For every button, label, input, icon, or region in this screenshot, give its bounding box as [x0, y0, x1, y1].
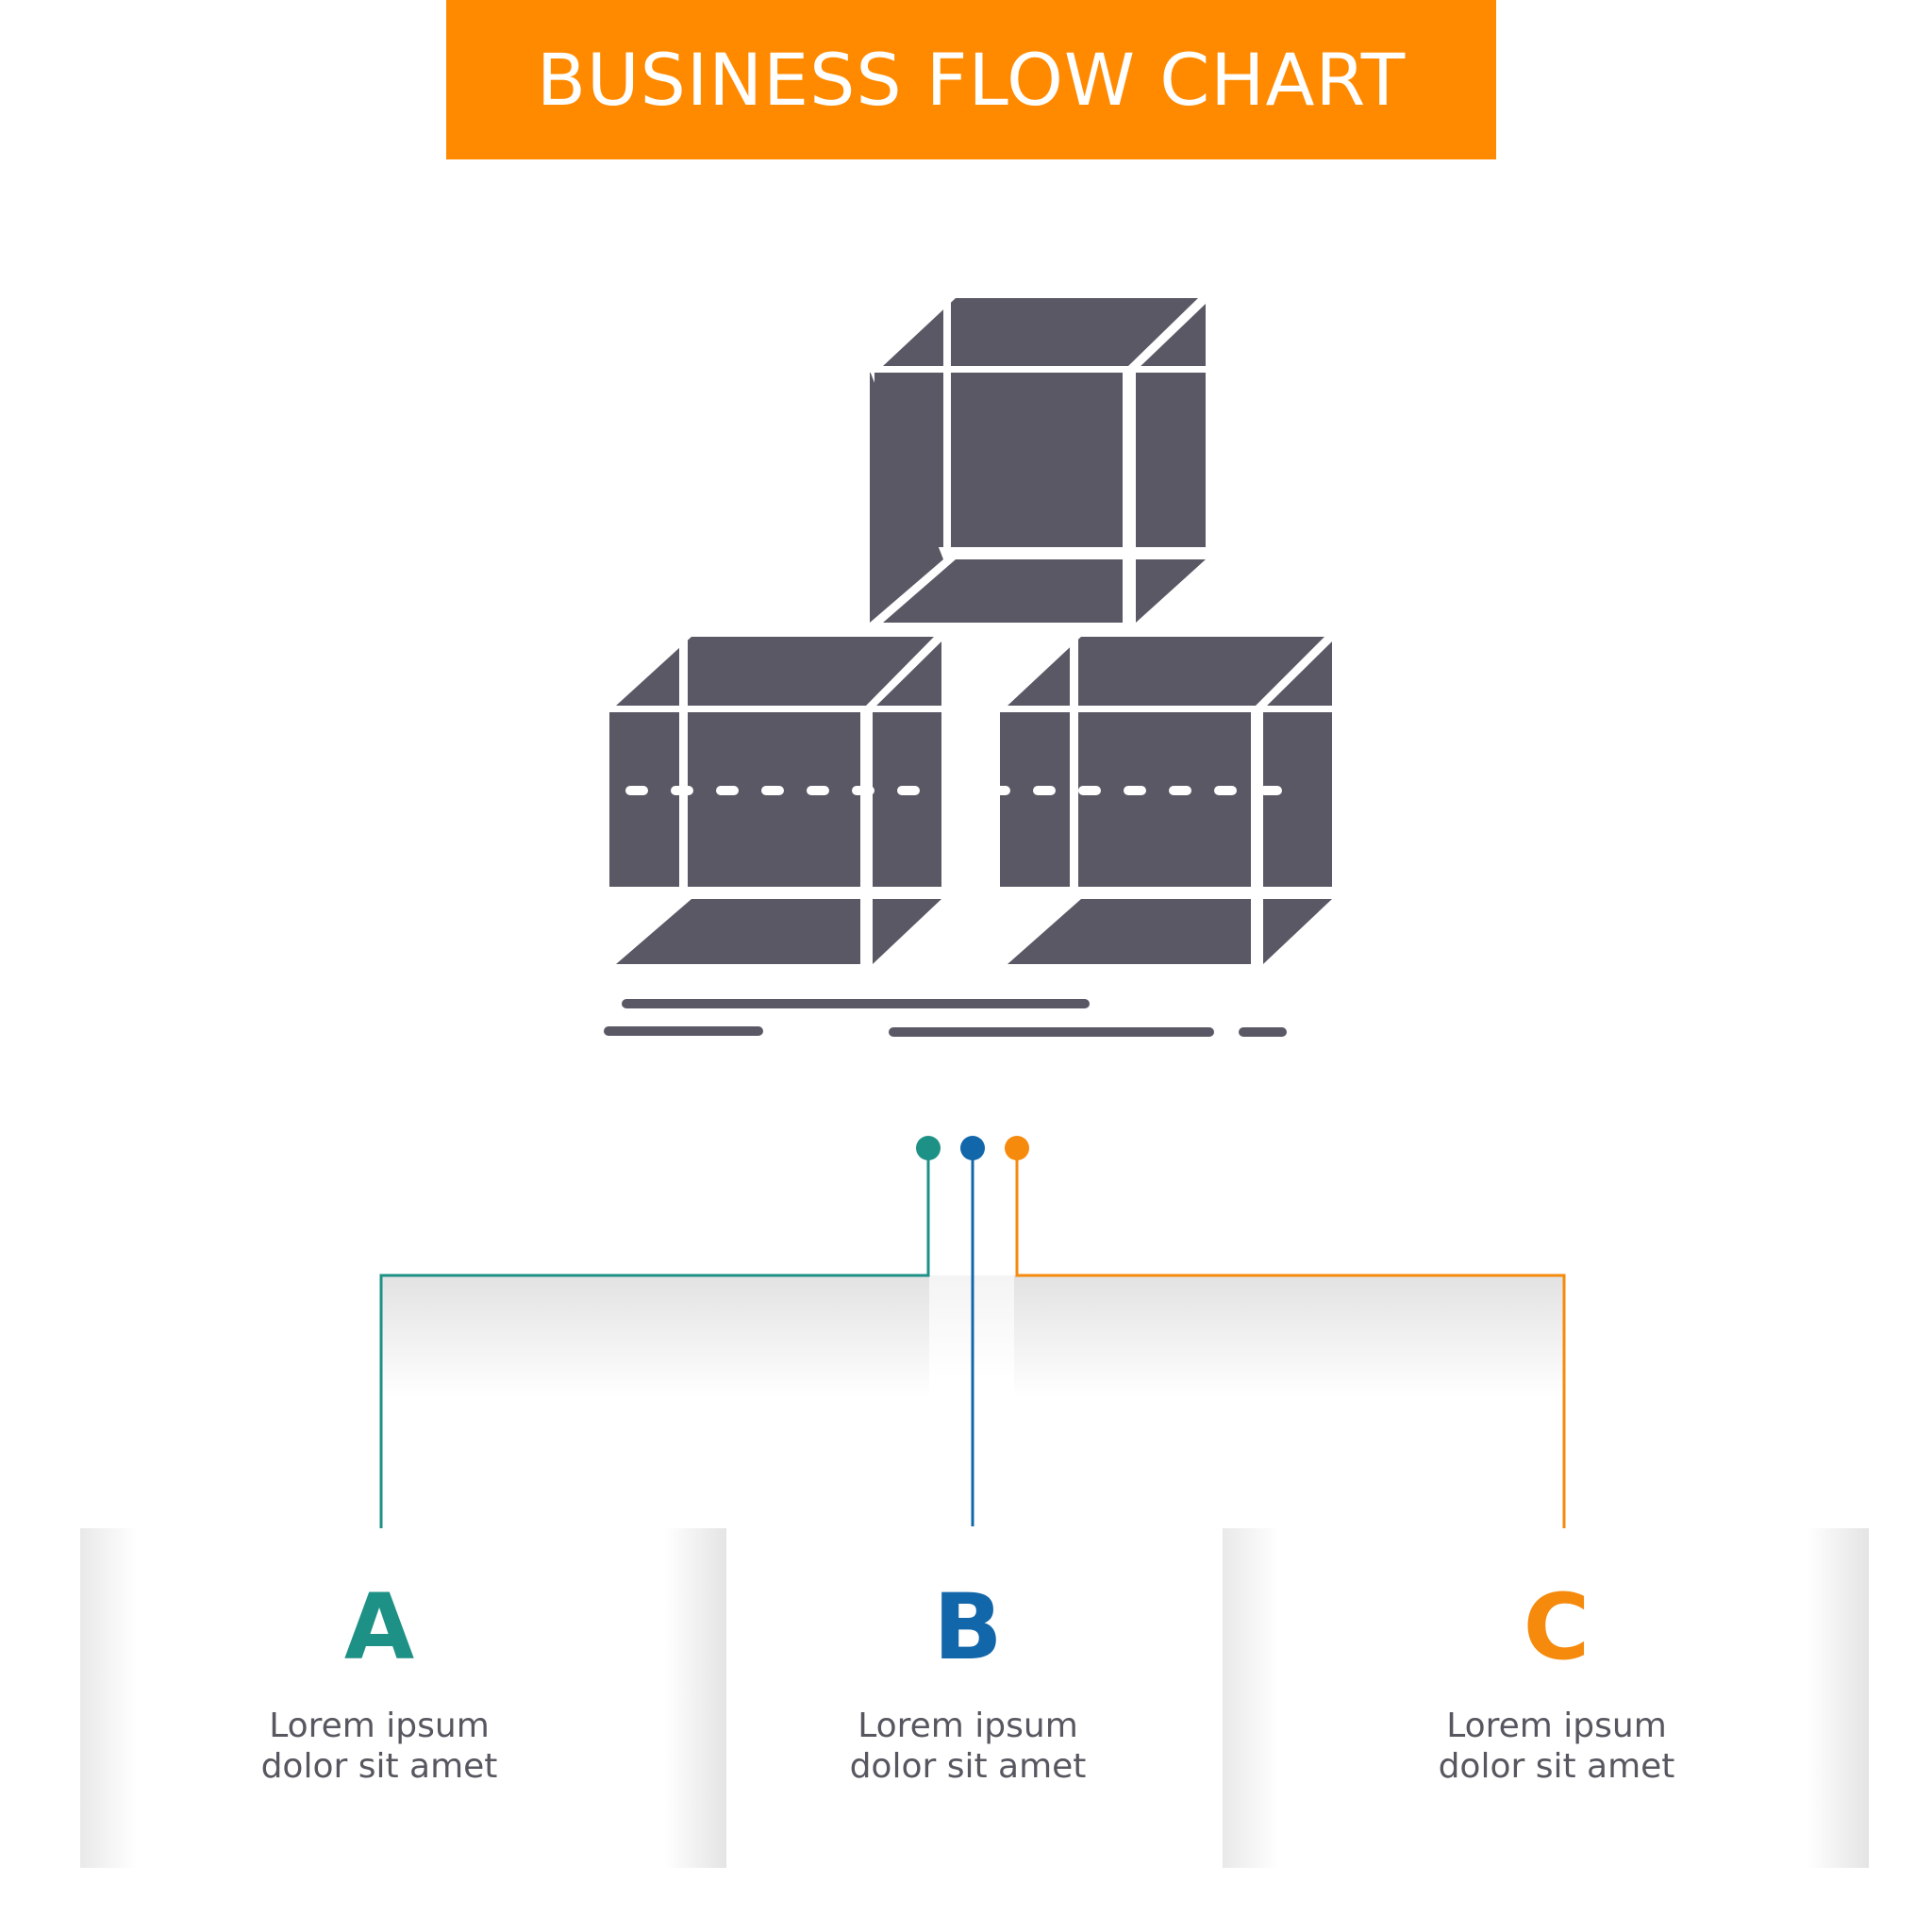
connector-a [379, 1136, 941, 1545]
stacked-cubes-icon [604, 298, 1332, 1037]
option-box-c [1223, 1528, 1869, 1868]
shade-left [382, 1275, 929, 1398]
connector-c [1005, 1136, 1566, 1545]
option-text-c: Lorem ipsum dolor sit amet [1368, 1706, 1745, 1787]
option-text-b-line1: Lorem ipsum [858, 1707, 1078, 1745]
option-text-b: Lorem ipsum dolor sit amet [779, 1706, 1157, 1787]
cube-left [609, 637, 941, 964]
option-letter-b: B [933, 1574, 1003, 1680]
option-box-a [80, 1528, 726, 1868]
option-text-a-line1: Lorem ipsum [269, 1707, 490, 1745]
option-text-c-line2: dolor sit amet [1438, 1747, 1675, 1786]
cube-top [870, 298, 1206, 623]
chart-title: BUSINESS FLOW CHART [536, 38, 1407, 122]
option-text-a: Lorem ipsum dolor sit amet [191, 1706, 568, 1787]
shade-right [1014, 1275, 1563, 1398]
title-banner: BUSINESS FLOW CHART [446, 0, 1496, 159]
option-letter-c: C [1523, 1574, 1591, 1680]
option-letter-a: A [343, 1574, 415, 1680]
option-text-c-line1: Lorem ipsum [1446, 1707, 1667, 1745]
option-text-b-line2: dolor sit amet [849, 1747, 1087, 1786]
option-box-b [726, 1528, 1222, 1868]
cube-right [1000, 637, 1332, 964]
connector-b [960, 1136, 985, 1526]
option-text-a-line2: dolor sit amet [260, 1747, 498, 1786]
